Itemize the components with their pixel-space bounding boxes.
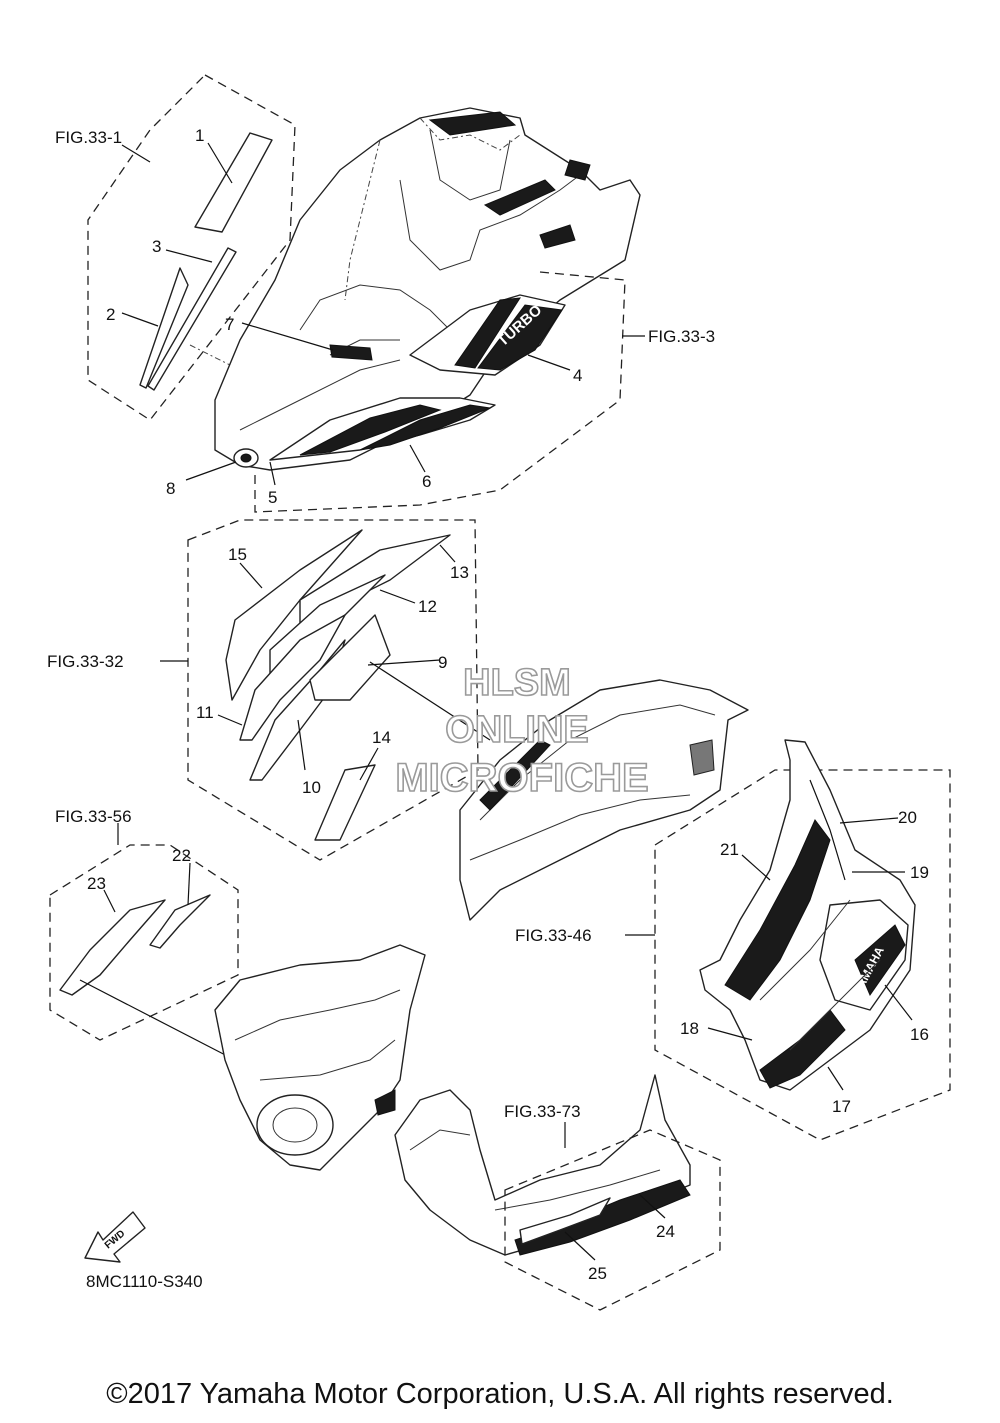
watermark-line-1: HLSM [463,662,571,704]
part-label-25: 25 [588,1264,607,1283]
part-label-16: 16 [910,1025,929,1044]
part-label-4: 4 [573,366,582,385]
decal-part-25 [519,1197,611,1245]
dashed-box-fig-33-56 [49,844,239,1041]
group-fig-33-73: FIG.33-73 24 25 [394,1074,721,1311]
dashed-box-fig-33-1 [87,74,296,421]
decal-part-3 [147,247,237,391]
decal-part-11 [239,614,346,741]
watermark: HLSM ONLINE MICROFICHE [395,661,650,801]
part-label-5: 5 [268,488,277,507]
watermark-line-2: ONLINE [445,709,589,751]
side-panel-shell [459,679,749,921]
group-fig-33-56: FIG.33-56 23 22 [49,807,239,1061]
dashed-box-fig-33-46 [654,769,951,1141]
part-label-24: 24 [656,1222,675,1241]
part-label-1: 1 [195,126,204,145]
copyright-notice: ©2017 Yamaha Motor Corporation, U.S.A. A… [106,1378,894,1410]
group-fig-33-46: FIG.33-46 21 20 19 YAMAHA 16 18 17 [515,739,951,1141]
dashed-box-fig-33-73 [504,1129,721,1311]
fig-label-33-3: FIG.33-3 [648,327,715,346]
decal-part-9 [309,614,391,701]
decal-part-7 [329,344,373,361]
decal-part-15 [225,529,363,701]
part-label-22: 22 [172,846,191,865]
fig-label-33-73: FIG.33-73 [504,1102,581,1121]
part-label-14: 14 [372,728,391,747]
forward-direction-indicator: FWD [84,1211,146,1263]
part-label-3: 3 [152,237,161,256]
dashed-box-fig-33-32 [187,519,479,861]
part-label-20: 20 [898,808,917,827]
part-label-17: 17 [832,1097,851,1116]
part-label-6: 6 [422,472,431,491]
fwd-arrow-icon [84,1211,146,1263]
decal-part-23 [59,899,166,996]
lower-side-panel-assembly [214,944,426,1171]
part-label-9: 9 [438,653,447,672]
fig-label-33-32: FIG.33-32 [47,652,124,671]
group-fig-33-1: FIG.33-1 1 3 2 [55,74,296,421]
group-fig-33-32: FIG.33-32 15 13 12 11 10 9 14 [47,519,491,861]
part-label-15: 15 [228,545,247,564]
watermark-line-3: MICROFICHE [395,756,648,800]
part-label-19: 19 [910,863,929,882]
decal-part-14 [314,764,376,841]
decal-part-21 [724,819,831,1001]
diagram-code: 8MC1110-S340 [86,1272,203,1291]
part-label-21: 21 [720,840,739,859]
part-label-2: 2 [106,305,115,324]
part-label-8: 8 [166,479,175,498]
part-label-18: 18 [680,1019,699,1038]
group-fig-33-3: FIG.33-3 [254,271,715,513]
side-panel-assembly [459,679,749,921]
fig-label-33-1: FIG.33-1 [55,128,122,147]
part-label-13: 13 [450,563,469,582]
decal-part-22 [149,894,211,949]
decal-part-1 [194,132,273,233]
dashed-box-fig-33-3 [254,271,626,513]
part-label-11: 11 [196,703,214,722]
upper-deck-assembly: 7 TURBO 4 6 5 8 [166,107,641,507]
fig-label-33-56: FIG.33-56 [55,807,132,826]
decal-part-2 [139,267,189,389]
part-label-10: 10 [302,778,321,797]
part-label-7: 7 [225,315,234,334]
part-label-23: 23 [87,874,106,893]
part-label-12: 12 [418,597,437,616]
fig-label-33-46: FIG.33-46 [515,926,592,945]
